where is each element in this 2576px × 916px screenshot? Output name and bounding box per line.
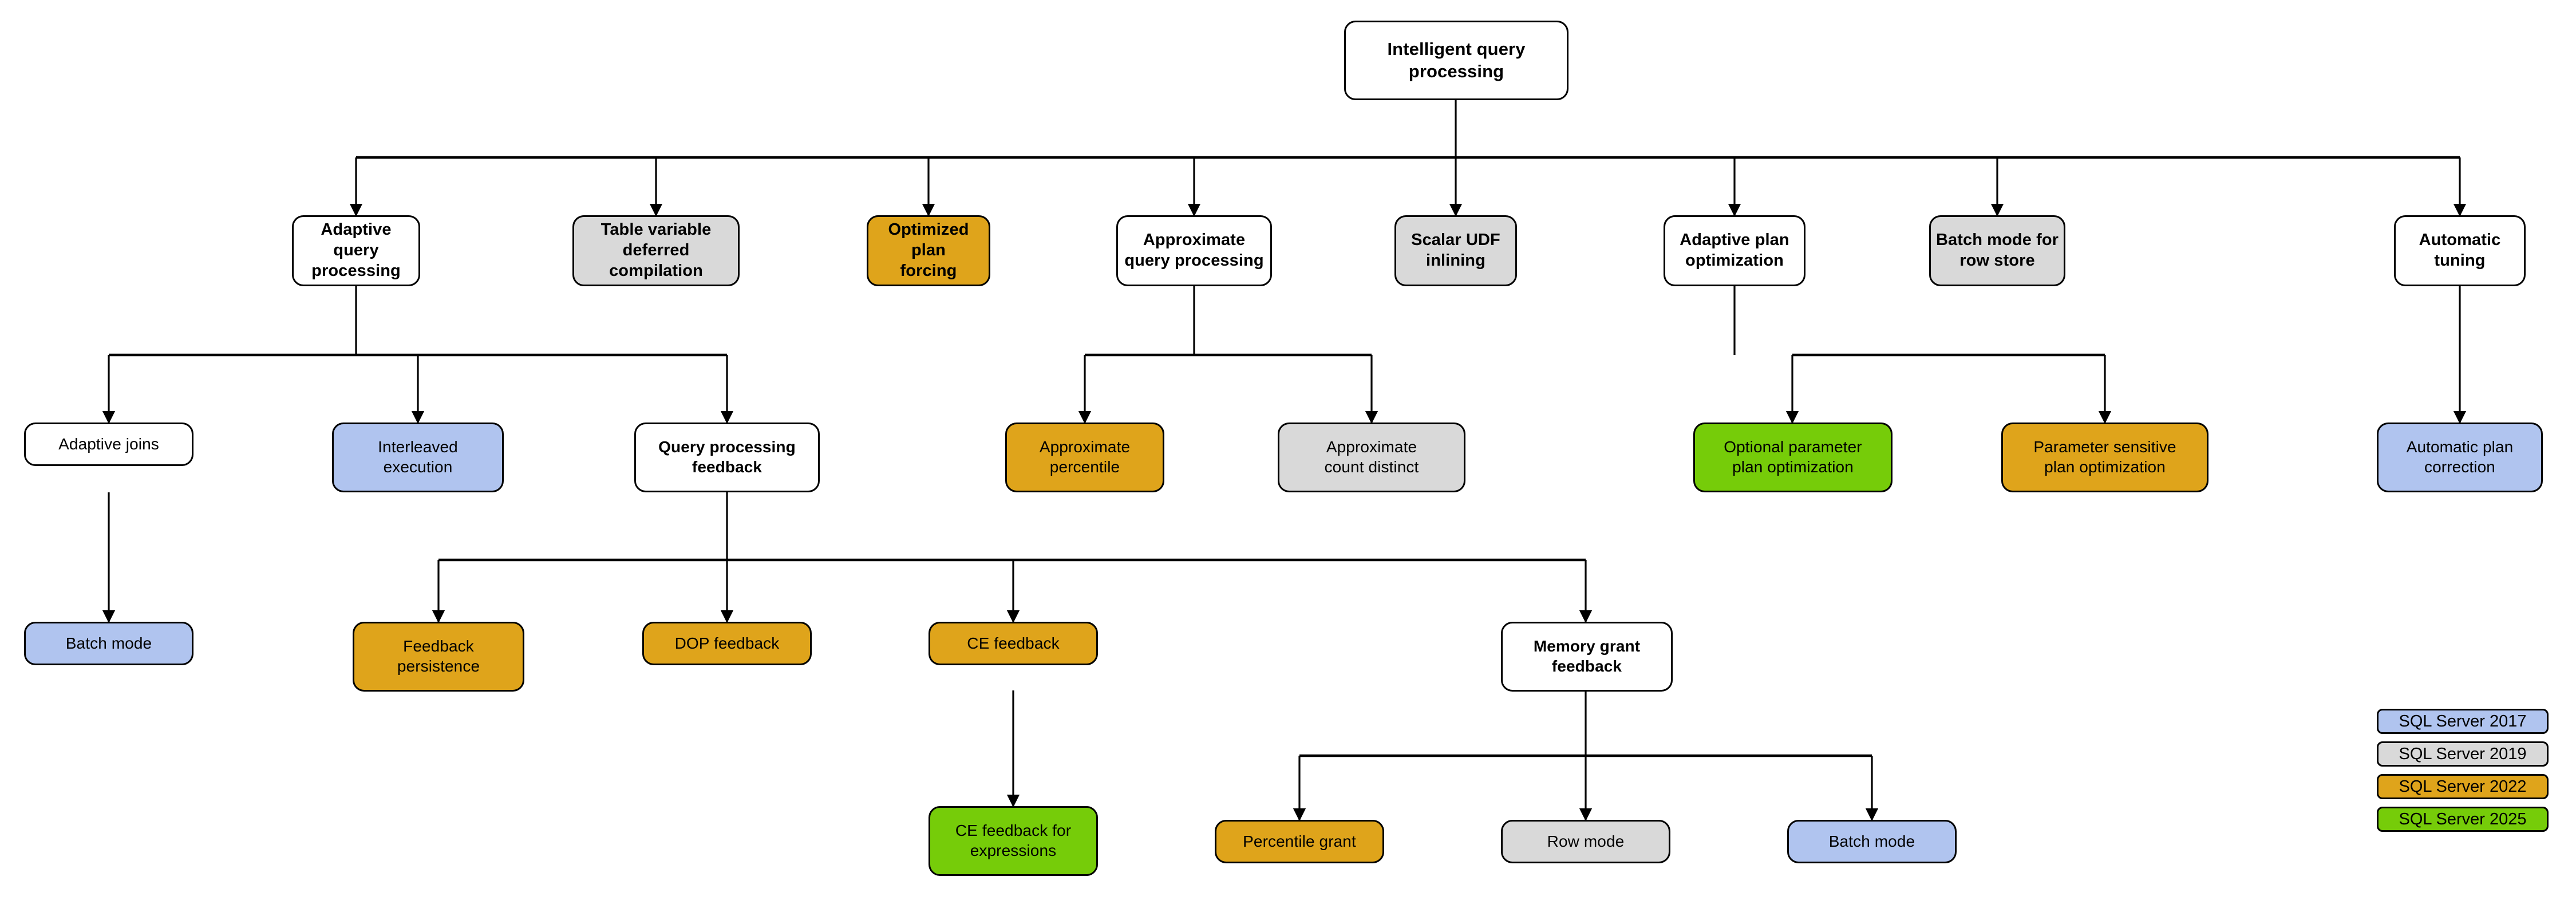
legend: SQL Server 2017 SQL Server 2019 SQL Serv… [2377, 709, 2549, 832]
node-approximate-query-processing[interactable]: Approximate query processing [1116, 215, 1272, 286]
legend-label: SQL Server 2017 [2399, 712, 2527, 731]
node-batch-mode-memory-grant[interactable]: Batch mode [1787, 820, 1957, 863]
legend-item-sql-server-2019[interactable]: SQL Server 2019 [2377, 741, 2549, 767]
legend-label: SQL Server 2022 [2399, 777, 2527, 796]
legend-item-sql-server-2025[interactable]: SQL Server 2025 [2377, 807, 2549, 832]
node-batch-mode-for-row-store[interactable]: Batch mode for row store [1929, 215, 2065, 286]
node-percentile-grant[interactable]: Percentile grant [1215, 820, 1384, 863]
node-interleaved-execution[interactable]: Interleaved execution [332, 423, 504, 492]
node-optional-parameter-plan-optimization[interactable]: Optional parameter plan optimization [1693, 423, 1893, 492]
legend-item-sql-server-2022[interactable]: SQL Server 2022 [2377, 774, 2549, 799]
node-table-variable-deferred-compilation[interactable]: Table variable deferred compilation [572, 215, 740, 286]
node-feedback-persistence[interactable]: Feedback persistence [353, 622, 524, 692]
node-ce-feedback-for-expressions[interactable]: CE feedback for expressions [929, 806, 1098, 876]
node-parameter-sensitive-plan-optimization[interactable]: Parameter sensitive plan optimization [2001, 423, 2208, 492]
node-memory-grant-feedback[interactable]: Memory grant feedback [1501, 622, 1673, 692]
node-optimized-plan-forcing[interactable]: Optimized plan forcing [867, 215, 990, 286]
node-ce-feedback[interactable]: CE feedback [929, 622, 1098, 665]
legend-item-sql-server-2017[interactable]: SQL Server 2017 [2377, 709, 2549, 734]
legend-label: SQL Server 2025 [2399, 810, 2527, 828]
node-approximate-count-distinct[interactable]: Approximate count distinct [1278, 423, 1465, 492]
node-dop-feedback[interactable]: DOP feedback [642, 622, 812, 665]
node-adaptive-query-processing[interactable]: Adaptive query processing [292, 215, 420, 286]
node-approximate-percentile[interactable]: Approximate percentile [1005, 423, 1164, 492]
node-automatic-tuning[interactable]: Automatic tuning [2394, 215, 2526, 286]
node-row-mode[interactable]: Row mode [1501, 820, 1670, 863]
node-batch-mode-adaptive-joins[interactable]: Batch mode [24, 622, 193, 665]
node-query-processing-feedback[interactable]: Query processing feedback [634, 423, 820, 492]
node-adaptive-joins[interactable]: Adaptive joins [24, 423, 193, 466]
node-intelligent-query-processing[interactable]: Intelligent query processing [1344, 21, 1568, 100]
node-scalar-udf-inlining[interactable]: Scalar UDF inlining [1394, 215, 1517, 286]
node-automatic-plan-correction[interactable]: Automatic plan correction [2377, 423, 2543, 492]
legend-label: SQL Server 2019 [2399, 744, 2527, 763]
node-adaptive-plan-optimization[interactable]: Adaptive plan optimization [1664, 215, 1805, 286]
